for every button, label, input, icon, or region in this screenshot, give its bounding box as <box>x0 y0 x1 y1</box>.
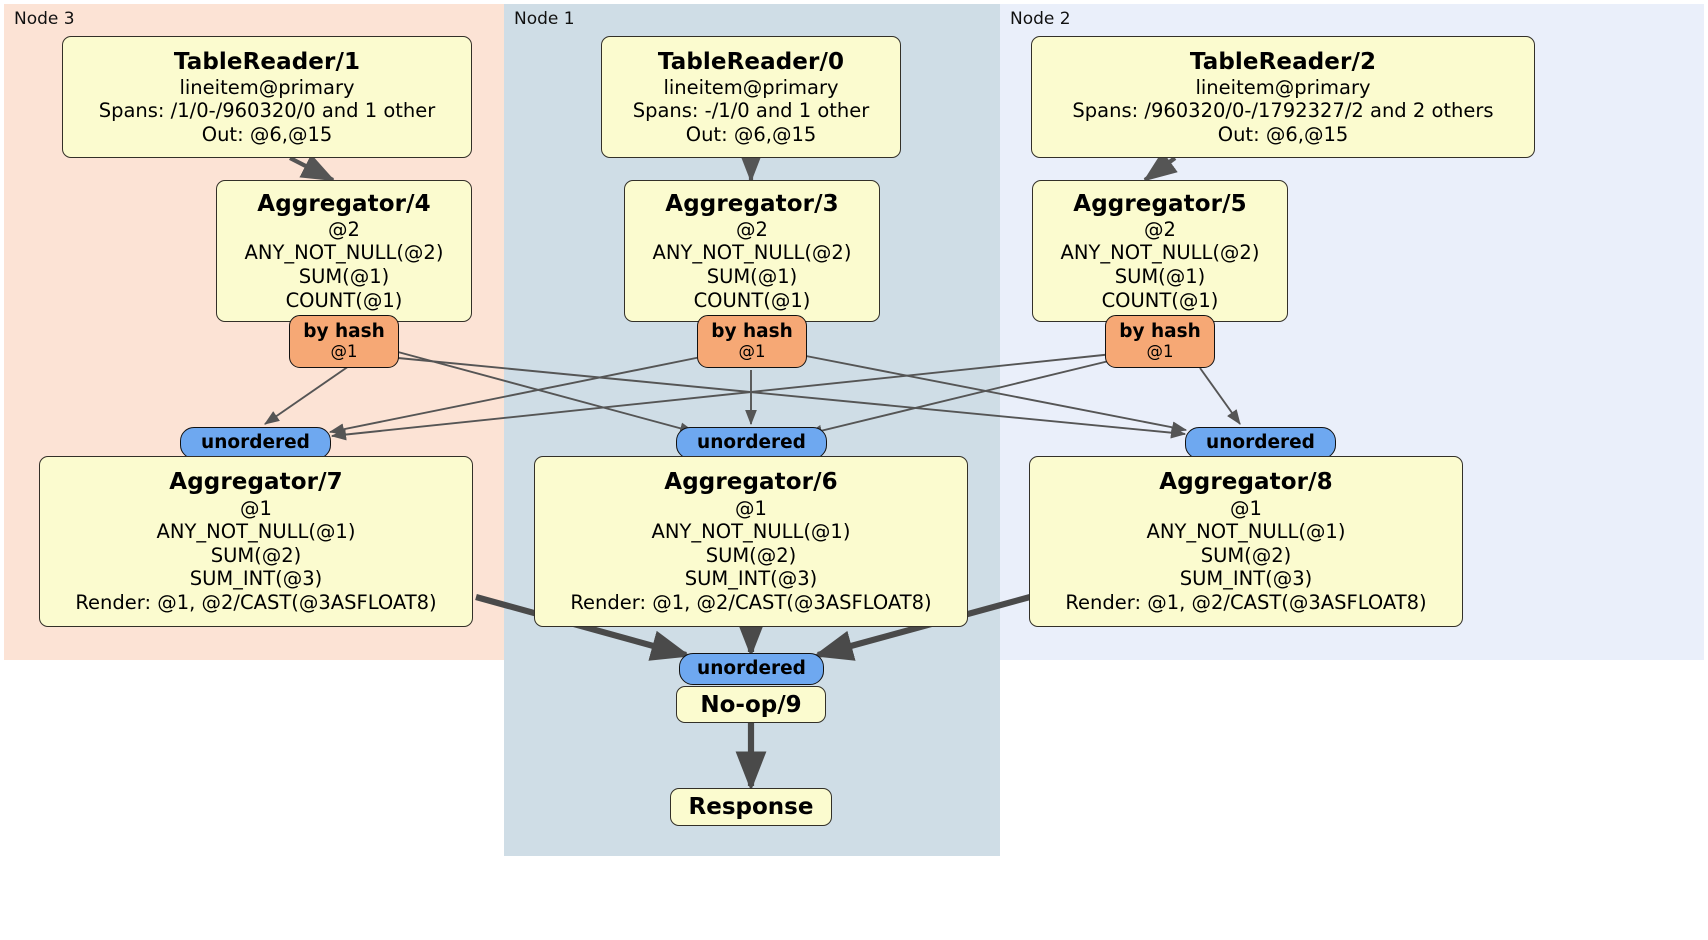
node-label-node3: Node 3 <box>14 9 75 29</box>
processor-line: @2 <box>1144 217 1176 241</box>
router-sublabel: @1 <box>1146 341 1174 361</box>
processor-line: @2 <box>328 217 360 241</box>
processor-line: SUM_INT(@3) <box>189 567 323 591</box>
processor-line: COUNT(@1) <box>693 288 811 312</box>
processor-line: Out: @6,@15 <box>685 122 817 146</box>
processor-line: Render: @1, @2/CAST(@3ASFLOAT8) <box>570 590 932 614</box>
processor-line: lineitem@primary <box>179 75 355 99</box>
processor-table-reader-1[interactable]: TableReader/1 lineitem@primary Spans: /1… <box>62 36 472 158</box>
processor-line: SUM(@1) <box>1114 265 1206 289</box>
router-by-hash-5[interactable]: by hash @1 <box>1105 315 1215 368</box>
processor-aggregator-4[interactable]: Aggregator/4 @2 ANY_NOT_NULL(@2) SUM(@1)… <box>216 180 472 322</box>
processor-line: lineitem@primary <box>1195 75 1371 99</box>
processor-line: @2 <box>736 217 768 241</box>
processor-title: Aggregator/7 <box>169 469 343 496</box>
router-by-hash-4[interactable]: by hash @1 <box>289 315 399 368</box>
processor-line: SUM_INT(@3) <box>1179 567 1313 591</box>
processor-line: ANY_NOT_NULL(@2) <box>1060 241 1260 265</box>
router-unordered-mid[interactable]: unordered <box>676 427 827 459</box>
processor-line: SUM_INT(@3) <box>684 567 818 591</box>
processor-line: Spans: /1/0-/960320/0 and 1 other <box>98 99 436 123</box>
processor-line: ANY_NOT_NULL(@1) <box>1146 520 1346 544</box>
processor-line: Out: @6,@15 <box>201 122 333 146</box>
processor-line: @1 <box>1230 496 1262 520</box>
processor-title: TableReader/0 <box>657 48 845 75</box>
processor-line: Render: @1, @2/CAST(@3ASFLOAT8) <box>1065 590 1427 614</box>
processor-aggregator-5[interactable]: Aggregator/5 @2 ANY_NOT_NULL(@2) SUM(@1)… <box>1032 180 1288 322</box>
processor-line: COUNT(@1) <box>285 288 403 312</box>
processor-line: Out: @6,@15 <box>1217 122 1349 146</box>
processor-aggregator-3[interactable]: Aggregator/3 @2 ANY_NOT_NULL(@2) SUM(@1)… <box>624 180 880 322</box>
router-label: unordered <box>697 431 806 453</box>
processor-line: @1 <box>240 496 272 520</box>
processor-title: Aggregator/8 <box>1159 469 1333 496</box>
processor-line: SUM(@1) <box>706 265 798 289</box>
router-unordered-right[interactable]: unordered <box>1185 427 1336 459</box>
processor-title: Aggregator/6 <box>664 469 838 496</box>
processor-line: Render: @1, @2/CAST(@3ASFLOAT8) <box>75 590 437 614</box>
processor-line: SUM(@2) <box>210 543 302 567</box>
processor-line: SUM(@2) <box>705 543 797 567</box>
processor-title: TableReader/1 <box>173 48 361 75</box>
processor-table-reader-2[interactable]: TableReader/2 lineitem@primary Spans: /9… <box>1031 36 1535 158</box>
router-label: by hash <box>711 320 793 342</box>
processor-title: Response <box>688 794 814 820</box>
router-sublabel: @1 <box>330 341 358 361</box>
processor-line: COUNT(@1) <box>1101 288 1219 312</box>
processor-line: ANY_NOT_NULL(@1) <box>156 520 356 544</box>
router-label: unordered <box>201 431 310 453</box>
router-sublabel: @1 <box>738 341 766 361</box>
router-label: unordered <box>1206 431 1315 453</box>
processor-title: Aggregator/5 <box>1073 190 1247 217</box>
processor-title: Aggregator/3 <box>665 190 839 217</box>
processor-line: Spans: /960320/0-/1792327/2 and 2 others <box>1072 99 1494 123</box>
router-by-hash-3[interactable]: by hash @1 <box>697 315 807 368</box>
processor-aggregator-6[interactable]: Aggregator/6 @1 ANY_NOT_NULL(@1) SUM(@2)… <box>534 456 968 627</box>
router-label: by hash <box>303 320 385 342</box>
processor-aggregator-8[interactable]: Aggregator/8 @1 ANY_NOT_NULL(@1) SUM(@2)… <box>1029 456 1463 627</box>
router-unordered-final[interactable]: unordered <box>679 653 824 685</box>
processor-response[interactable]: Response <box>670 788 832 826</box>
processor-line: @1 <box>735 496 767 520</box>
processor-line: ANY_NOT_NULL(@2) <box>652 241 852 265</box>
router-label: unordered <box>697 657 806 679</box>
processor-table-reader-0[interactable]: TableReader/0 lineitem@primary Spans: -/… <box>601 36 901 158</box>
node-label-node1: Node 1 <box>514 9 575 29</box>
processor-title: TableReader/2 <box>1189 48 1377 75</box>
node-label-node2: Node 2 <box>1010 9 1071 29</box>
processor-line: SUM(@1) <box>298 265 390 289</box>
processor-title: Aggregator/4 <box>257 190 431 217</box>
router-unordered-left[interactable]: unordered <box>180 427 331 459</box>
processor-line: ANY_NOT_NULL(@1) <box>651 520 851 544</box>
processor-line: Spans: -/1/0 and 1 other <box>632 99 870 123</box>
processor-noop-9[interactable]: No-op/9 <box>676 686 826 723</box>
processor-aggregator-7[interactable]: Aggregator/7 @1 ANY_NOT_NULL(@1) SUM(@2)… <box>39 456 473 627</box>
processor-line: SUM(@2) <box>1200 543 1292 567</box>
router-label: by hash <box>1119 320 1201 342</box>
processor-line: ANY_NOT_NULL(@2) <box>244 241 444 265</box>
processor-title: No-op/9 <box>700 691 802 718</box>
processor-line: lineitem@primary <box>663 75 839 99</box>
